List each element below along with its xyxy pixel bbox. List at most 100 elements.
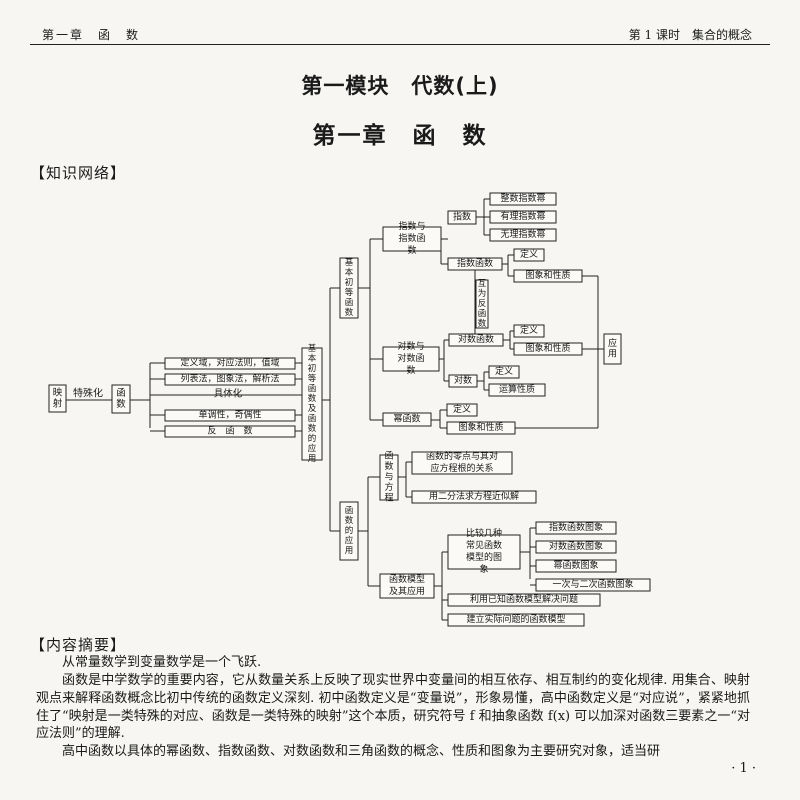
log-definition-box <box>513 324 545 338</box>
power-3-label: 无理指数幂 <box>500 228 545 240</box>
model-graph-2-box <box>535 540 617 554</box>
basic-app-char: 基 <box>308 343 317 354</box>
model-graph-4-box <box>535 578 651 592</box>
inverse-each-other-char: 数 <box>478 318 487 329</box>
log-definition-label: 定义 <box>520 324 538 336</box>
basic-app-char: 数 <box>308 423 317 434</box>
basic-app-char: 函 <box>308 384 317 394</box>
function-application-char: 应 <box>345 535 354 546</box>
compare-models-label: 模型的图 <box>466 551 502 563</box>
left-item-1-label: 定义域，对应法则，值域 <box>180 357 279 369</box>
function-char: 函 <box>116 388 126 399</box>
power-graph-props-label: 图象和性质 <box>458 421 503 433</box>
power-function-label: 幂函数 <box>393 413 420 425</box>
model-group-box <box>379 573 435 599</box>
power-2-box <box>489 210 557 224</box>
left-item-4-label: 反 函 数 <box>207 425 252 437</box>
basic-app-char: 应 <box>308 443 317 454</box>
model-graph-3-label: 幂函数图象 <box>553 559 598 571</box>
ops-props-label: 运算性质 <box>499 383 535 395</box>
application-char: 应 <box>608 337 617 349</box>
exp-group-label: 指数函 <box>398 232 425 244</box>
bisection-box <box>411 490 537 504</box>
exp-definition-label: 定义 <box>520 248 538 260</box>
summary-paragraph-3: 高中函数以具体的幂函数、指数函数、对数函数和三角函数的概念、性质和图象为主要研究… <box>62 744 661 759</box>
ops-props-box <box>488 383 546 397</box>
header-lesson: 第 1 课时 集合的概念 <box>628 28 752 42</box>
use-known-model-box <box>447 593 601 607</box>
section-knowledge-network: 【知识网络】 <box>30 164 127 182</box>
build-model-box <box>447 613 585 627</box>
page-number: · 1 · <box>731 761 756 776</box>
function-application-char: 用 <box>345 546 354 556</box>
summary-paragraph-2: 函数是中学数学的重要内容，它从数量关系上反映了现实世界中变量间的相互依存、相互制… <box>36 673 750 742</box>
exp-function-label: 指数函数 <box>457 257 493 269</box>
exp-group-label: 数 <box>407 244 416 256</box>
basic-app-char: 的 <box>308 433 317 444</box>
power-1-label: 整数指数幂 <box>500 192 545 204</box>
model-group-label: 及其应用 <box>389 585 425 597</box>
power-definition-label: 定义 <box>453 403 471 415</box>
model-graph-1-box <box>535 521 617 535</box>
exp-graph-props-label: 图象和性质 <box>525 269 570 281</box>
basic-functions-char: 函 <box>345 298 354 308</box>
compare-models-label: 比较几种 <box>466 527 502 539</box>
log-graph-props-label: 图象和性质 <box>525 342 570 354</box>
function-char: 数 <box>116 398 126 410</box>
application-box <box>603 333 622 365</box>
summary-paragraph-1: 从常量数学到变量数学是一个飞跃. <box>62 655 262 670</box>
basic-app-char: 初 <box>308 363 317 374</box>
log-op-definition-label: 定义 <box>495 365 513 377</box>
running-header: 第一章 函 数 第 1 课时 集合的概念 <box>30 24 770 45</box>
left-item-3-label: 单调性，奇偶性 <box>198 409 261 421</box>
log-group-box <box>382 346 440 372</box>
basic-app-box <box>301 347 323 461</box>
basic-functions-char: 等 <box>345 287 354 298</box>
power-2-label: 有理指数幂 <box>500 210 545 222</box>
log-op-definition-box <box>488 365 520 379</box>
inverse-each-other-char: 为 <box>478 288 487 299</box>
exponent-label: 指数 <box>453 211 471 223</box>
section-content-summary: 【内容摘要】 <box>30 636 127 654</box>
basic-app-char: 函 <box>308 414 317 424</box>
model-graph-1-label: 指数函数图象 <box>549 521 603 533</box>
model-graph-4-label: 一次与二次函数图象 <box>552 578 633 590</box>
exp-group-label: 指数与 <box>398 220 425 232</box>
basic-functions-char: 数 <box>345 307 354 318</box>
zeros-relation-label: 应方程根的关系 <box>430 462 493 474</box>
compare-models-label: 象 <box>479 563 488 575</box>
power-definition-box <box>446 403 478 417</box>
application-char: 用 <box>608 348 617 359</box>
basic-app-char: 及 <box>308 404 317 414</box>
power-3-box <box>489 228 557 242</box>
model-graph-2-label: 对数函数图象 <box>549 540 603 552</box>
exp-group-box <box>382 226 442 252</box>
model-group-label: 函数模型 <box>389 573 425 585</box>
chapter-title: 第一章 函 数 <box>312 123 488 149</box>
zeros-relation-box <box>411 451 513 475</box>
logarithm-label: 对数 <box>454 374 472 386</box>
function-application-char: 的 <box>345 525 354 536</box>
zeros-relation-label: 函数的零点与其对 <box>426 450 498 462</box>
inverse-each-other-box <box>475 279 489 329</box>
basic-functions-char: 基 <box>345 257 354 268</box>
basic-functions-char: 本 <box>345 267 354 278</box>
basic-app-char: 本 <box>308 353 317 364</box>
model-graph-3-box <box>535 559 617 573</box>
function-equation-char: 程 <box>384 493 393 504</box>
root-mapping-box <box>48 384 67 413</box>
log-group-label: 对数与 <box>397 340 424 352</box>
compare-models-label: 常见函数 <box>466 539 502 551</box>
basic-app-char: 等 <box>308 373 317 384</box>
bisection-label: 用二分法求方程近似解 <box>429 490 519 502</box>
exp-definition-box <box>513 248 545 262</box>
function-equation-char: 方 <box>384 481 393 493</box>
left-item-2-label: 列表法，图象法，解析法 <box>180 373 279 385</box>
function-application-char: 数 <box>345 515 354 526</box>
build-model-label: 建立实际问题的函数模型 <box>466 613 565 625</box>
inverse-each-other-char: 互 <box>478 279 487 289</box>
basic-app-char: 用 <box>308 454 317 464</box>
inverse-each-other-char: 函 <box>478 309 487 319</box>
root-mapping-char: 映 <box>53 387 63 399</box>
